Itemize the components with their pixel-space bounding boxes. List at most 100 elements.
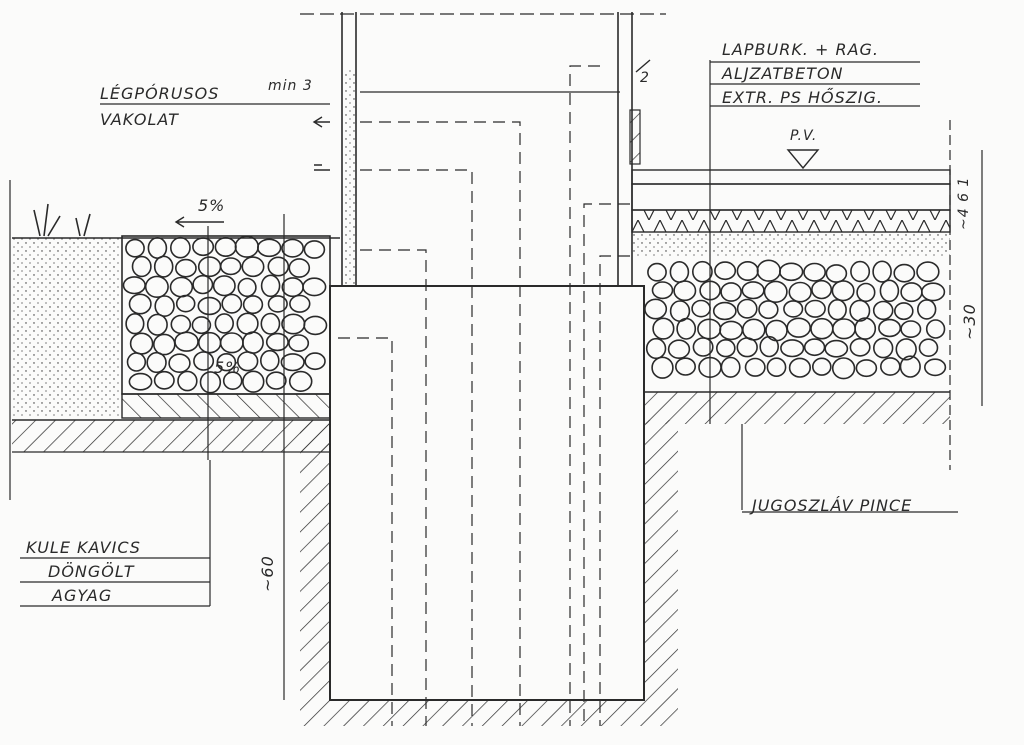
cobblestone [697,318,722,340]
cobblestone [803,262,827,282]
cobblestone [673,280,697,302]
cobblestone [174,258,197,278]
cobblestone [169,236,191,259]
cobblestone [783,300,804,318]
cobblestone [302,277,327,297]
cobblestone [720,356,741,378]
cobblestone [153,255,174,278]
cobblestone [854,317,877,340]
floor-dimension: ~4 6 1 [956,176,972,230]
cobblestone [154,295,175,318]
cobblestone [236,312,259,335]
cobblestone [199,371,222,394]
cobblestone [916,299,937,320]
cobblestone [267,295,288,313]
cobblestone [281,277,304,298]
cobblestone [765,319,788,342]
cobblestone [766,357,787,378]
floor-layer-1: LAPBURK. + RAG. [722,40,880,59]
cobblestone [170,314,192,335]
cobblestone [222,371,243,391]
cobblestone [900,320,922,339]
cobblestone [879,357,901,376]
cobblestone [242,295,264,315]
cobblestone [260,274,281,298]
cobblestone [849,299,871,322]
cobblestone [125,238,145,258]
right-label: JUGOSZLÁV PINCE [752,496,913,515]
cobblestone [281,313,306,335]
cobblestone [219,257,242,276]
cobblestone [216,353,237,372]
membrane-label: P.V. [790,128,818,144]
floor-screed [631,169,951,185]
cobblestone [872,300,894,321]
cobblestone [720,282,742,302]
cobblestone [691,299,711,318]
cobblestone [288,370,313,393]
cobblestone [153,370,175,390]
cobblestone [191,316,212,335]
cobblestone [147,237,168,260]
cobblestone [736,260,759,281]
cobblestone [925,319,946,339]
gravel-label-1: KULE KAVICS [26,538,141,557]
cobblestone [811,357,832,376]
cobblestone [786,317,812,338]
cobblestone [234,235,260,258]
cobblestone [669,260,690,283]
cobblestone [788,357,812,378]
cobblestone [644,298,668,320]
cobblestone [214,237,237,258]
cobblestone [893,302,914,321]
cobblestone [212,275,236,297]
cobblestone [920,282,946,302]
cobblestone [736,337,758,358]
cobblestone [281,238,305,258]
cobblestone [676,317,697,340]
cobblestone [198,331,222,354]
cobblestone [692,337,714,357]
cobblestone [131,255,152,278]
cobblestone [280,353,305,372]
floor-layer-2: ALJZATBETON [722,64,844,83]
slope-top-label: 5% [198,196,226,215]
cobblestone [918,338,939,358]
cobblestone [126,352,147,372]
cobblestone [692,260,713,283]
cobblestone [168,353,191,374]
cobblestone [715,339,736,358]
cobblestone [756,259,781,282]
cobblestone [893,263,916,283]
cobblestone [267,256,290,277]
cobblestone [303,315,328,336]
cobblestone [712,301,737,321]
cobblestone [850,260,871,283]
cobblestone [288,334,310,353]
cobblestone [667,339,691,360]
ground-hatch-left [12,420,330,452]
cobblestone [849,337,871,357]
cobblestone [219,332,244,354]
cobblestone [241,256,265,278]
cobblestone [303,240,326,259]
depth-dimension: ~60 [258,555,277,592]
cobblestone [788,281,812,303]
cobblestone [900,282,923,303]
cobblestone [831,357,856,380]
gravel-label-2: DÖNGÖLT [48,562,135,581]
cobblestone [780,339,805,358]
cobblestone [831,280,855,302]
cobblestone [758,300,779,320]
cobblestone [259,349,280,372]
cobblestone [175,294,196,313]
cobblestone [214,313,235,334]
cobblestone [736,298,758,319]
cobblestone [741,281,765,300]
cobblestone [872,260,892,283]
cobblestone [197,256,222,278]
gap-right-label: 2 [640,70,650,86]
gap-min-label: min 3 [268,78,313,94]
floor-insulation [631,183,951,211]
